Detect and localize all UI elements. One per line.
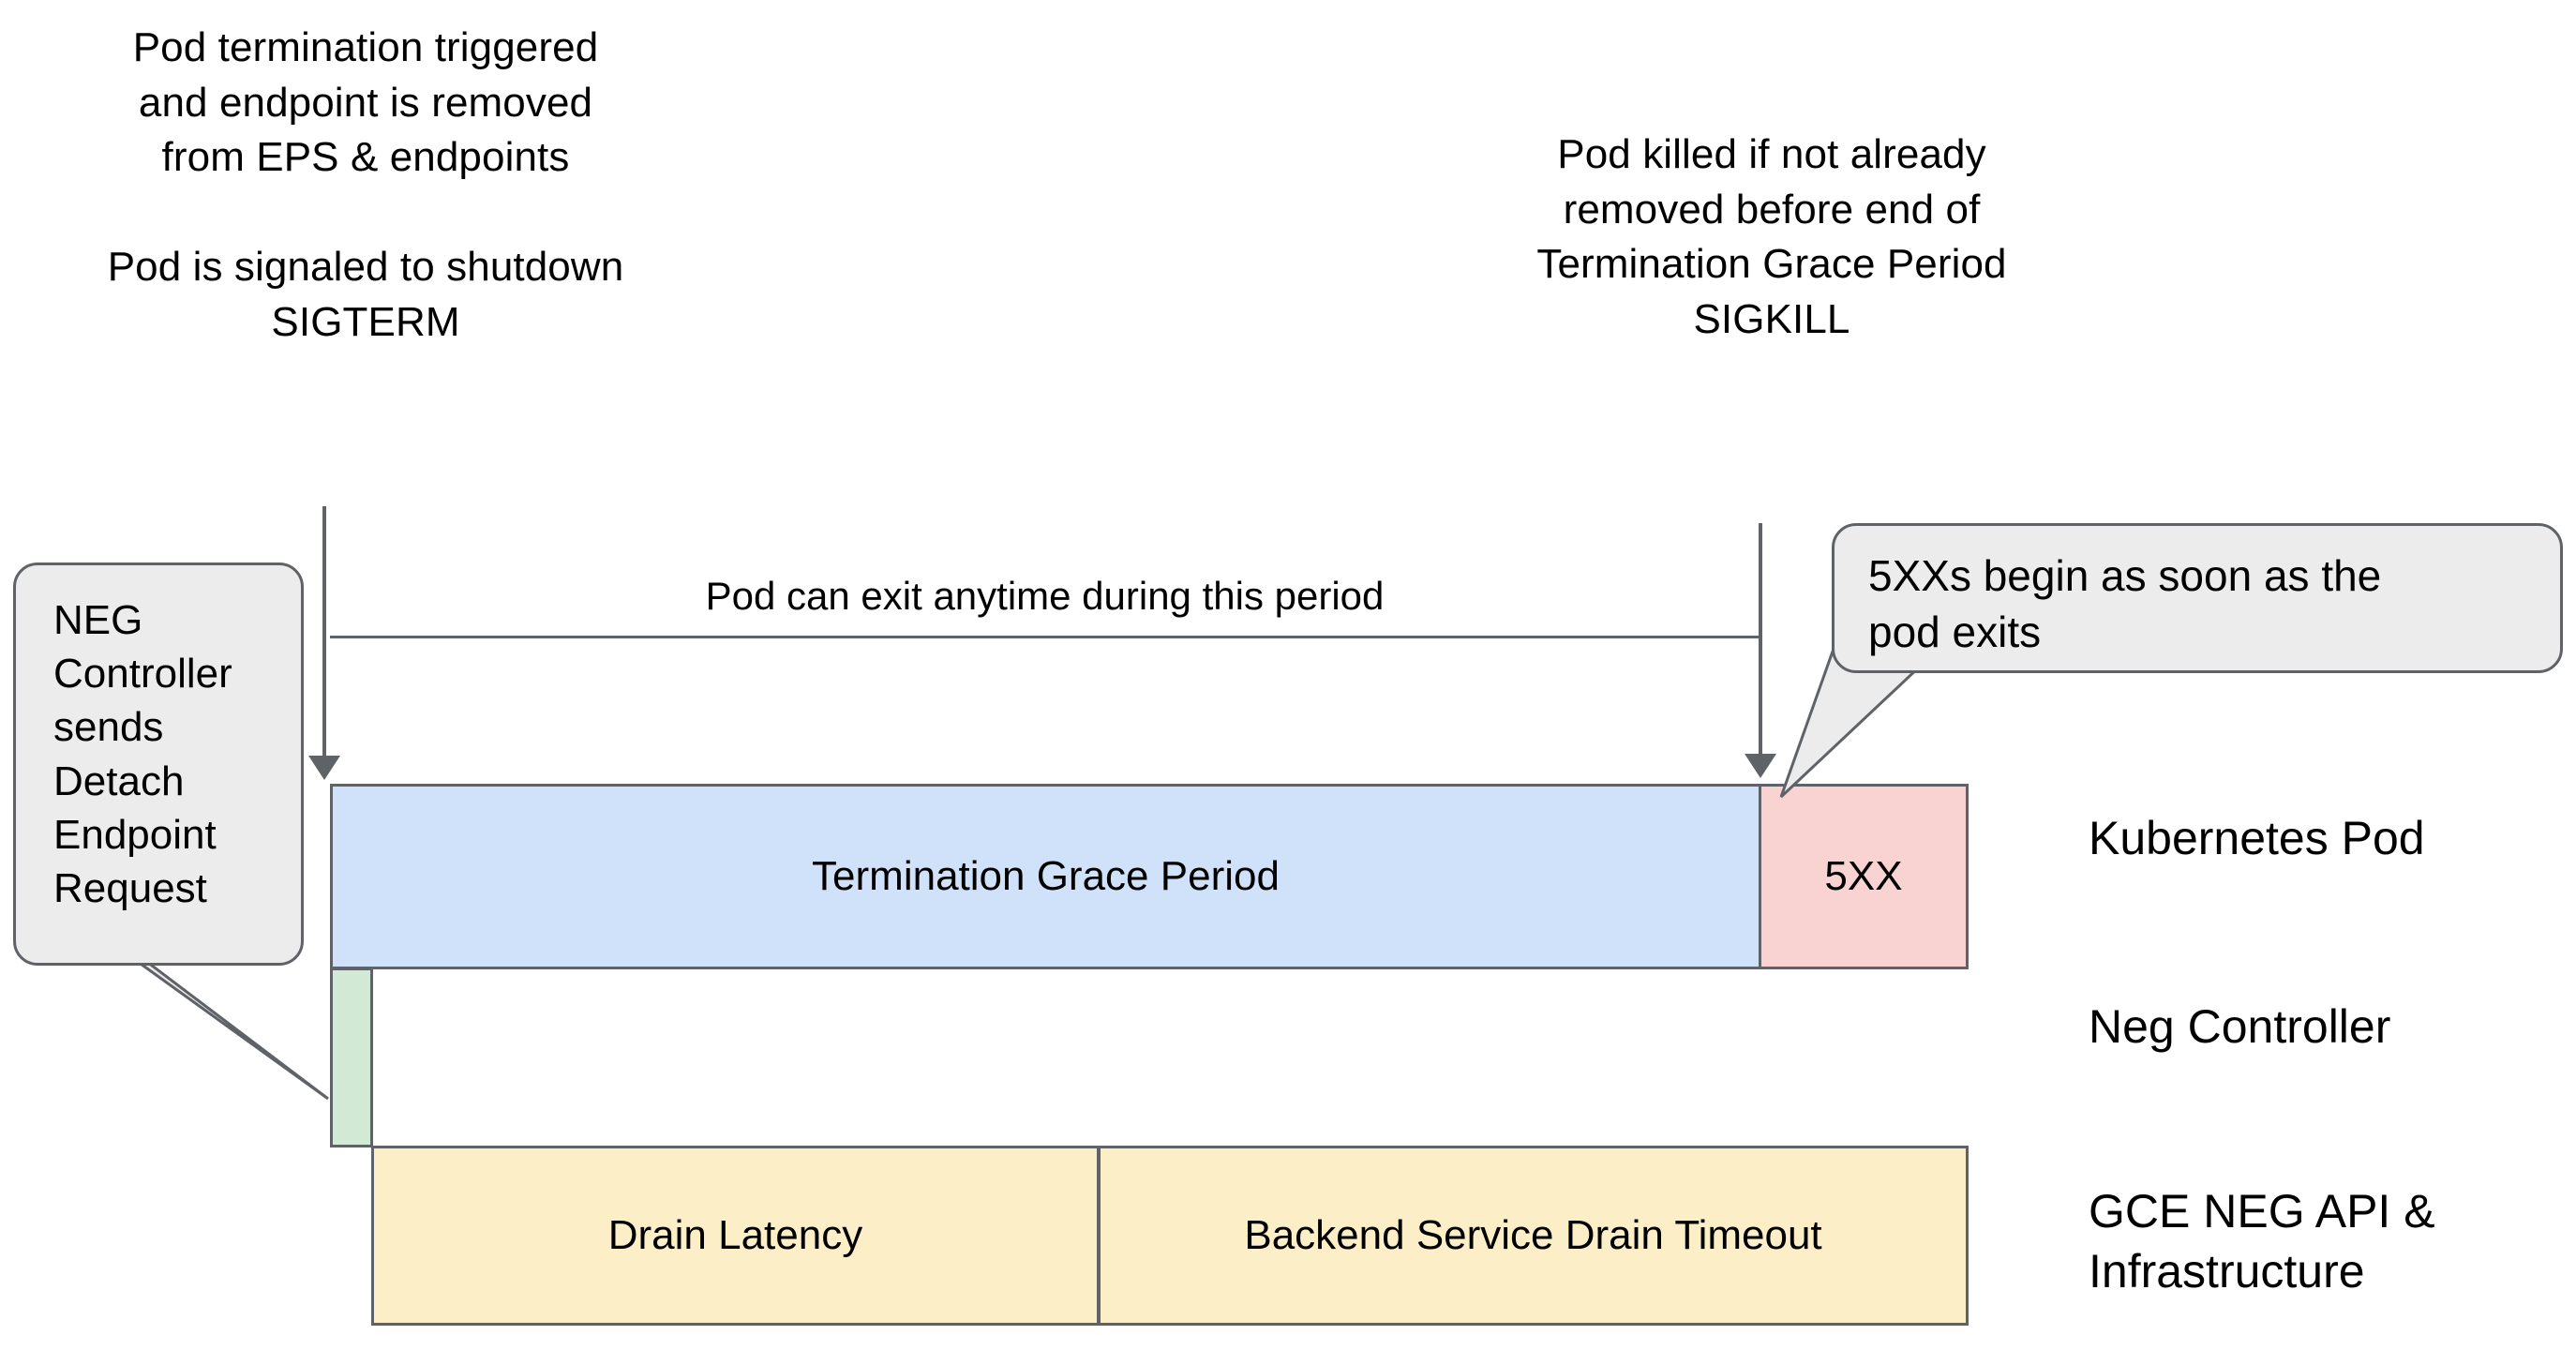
5xx-callout-text: 5XXs begin as soon as the pod exits (1868, 551, 2382, 656)
neg-controller-callout-text: NEG Controller sends Detach Endpoint Req… (53, 597, 232, 911)
pod-killed-note: Pod killed if not already removed before… (1536, 131, 2007, 342)
bar-label-termination-grace-period: Termination Grace Period (812, 853, 1280, 899)
bar-drain-latency: Drain Latency (371, 1146, 1100, 1326)
lane-label-neg-controller: Neg Controller (2089, 1000, 2391, 1053)
bar-label-drain-latency: Drain Latency (607, 1212, 863, 1258)
sigkill-arrow-line (1759, 523, 1762, 758)
pod-termination-note: Pod termination triggered and endpoint i… (107, 24, 624, 345)
bar-backend-service-drain-timeout: Backend Service Drain Timeout (1098, 1146, 1969, 1326)
bar-label-backend-service-drain-timeout: Backend Service Drain Timeout (1244, 1212, 1822, 1258)
period-caption: Pod can exit anytime during this period (705, 574, 1385, 618)
lane-label-gce-neg-api: GCE NEG API & Infrastructure (2089, 1185, 2435, 1298)
bar-neg-controller (330, 968, 373, 1148)
period-span-line (330, 636, 1760, 638)
sigterm-arrow-line (322, 506, 326, 759)
neg-controller-callout: NEG Controller sends Detach Endpoint Req… (13, 562, 304, 966)
lane-label-kubernetes-pod: Kubernetes Pod (2089, 812, 2425, 864)
sigkill-arrow-head-icon (1745, 754, 1776, 778)
5xx-callout: 5XXs begin as soon as the pod exits (1832, 523, 2563, 673)
bar-termination-grace-period: Termination Grace Period (330, 784, 1761, 969)
sigterm-arrow-head-icon (308, 756, 340, 780)
bar-5xx: 5XX (1759, 784, 1969, 969)
bar-label-5xx: 5XX (1824, 853, 1903, 899)
